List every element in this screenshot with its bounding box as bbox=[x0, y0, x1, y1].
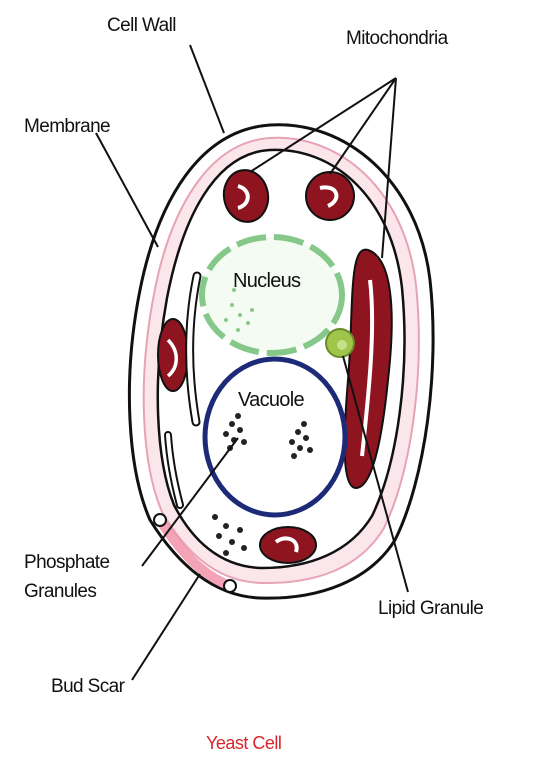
label-mitochondria: Mitochondria bbox=[346, 28, 448, 50]
mitochondrion-top-right bbox=[306, 172, 354, 220]
granule bbox=[295, 429, 301, 435]
bud-scar-bump-left bbox=[154, 514, 166, 526]
granule bbox=[307, 447, 313, 453]
chromatin-dot bbox=[238, 313, 242, 317]
granule bbox=[229, 539, 235, 545]
label-membrane: Membrane bbox=[24, 116, 110, 138]
label-phosphate-line2: Granules bbox=[24, 577, 109, 606]
nucleus-body bbox=[202, 237, 342, 353]
label-vacuole: Vacuole bbox=[238, 389, 304, 412]
leader-cell-wall bbox=[190, 45, 224, 133]
granule bbox=[241, 545, 247, 551]
granule bbox=[229, 421, 235, 427]
granule bbox=[223, 550, 229, 556]
granule bbox=[291, 453, 297, 459]
granule bbox=[297, 445, 303, 451]
granule bbox=[223, 523, 229, 529]
granule bbox=[237, 427, 243, 433]
granule bbox=[212, 514, 218, 520]
label-phosphate-line1: Phosphate bbox=[24, 548, 109, 577]
granule bbox=[237, 527, 243, 533]
chromatin-dot bbox=[236, 328, 240, 332]
leader-bud-scar bbox=[132, 574, 200, 680]
mitochondrion-left bbox=[158, 319, 188, 391]
granule bbox=[289, 439, 295, 445]
granule bbox=[235, 413, 241, 419]
granule bbox=[301, 421, 307, 427]
chromatin-dot bbox=[250, 308, 254, 312]
bud-scar-bump-right bbox=[224, 580, 236, 592]
leader-membrane bbox=[96, 133, 158, 247]
chromatin-dot bbox=[230, 303, 234, 307]
diagram-caption: Yeast Cell bbox=[206, 733, 281, 754]
chromatin-dot bbox=[224, 318, 228, 322]
label-cell-wall: Cell Wall bbox=[107, 15, 176, 37]
vacuole bbox=[205, 359, 345, 515]
lipid-granule-core bbox=[337, 340, 347, 350]
granule bbox=[303, 435, 309, 441]
label-nucleus: Nucleus bbox=[233, 270, 300, 293]
label-phosphate-granules: Phosphate Granules bbox=[24, 548, 109, 607]
nucleus bbox=[202, 237, 342, 353]
mitochondrion-bottom bbox=[260, 527, 316, 563]
granule bbox=[241, 439, 247, 445]
label-bud-scar: Bud Scar bbox=[51, 676, 124, 698]
granule bbox=[216, 533, 222, 539]
granule bbox=[223, 431, 229, 437]
label-lipid-granule: Lipid Granule bbox=[378, 598, 483, 620]
chromatin-dot bbox=[246, 321, 250, 325]
